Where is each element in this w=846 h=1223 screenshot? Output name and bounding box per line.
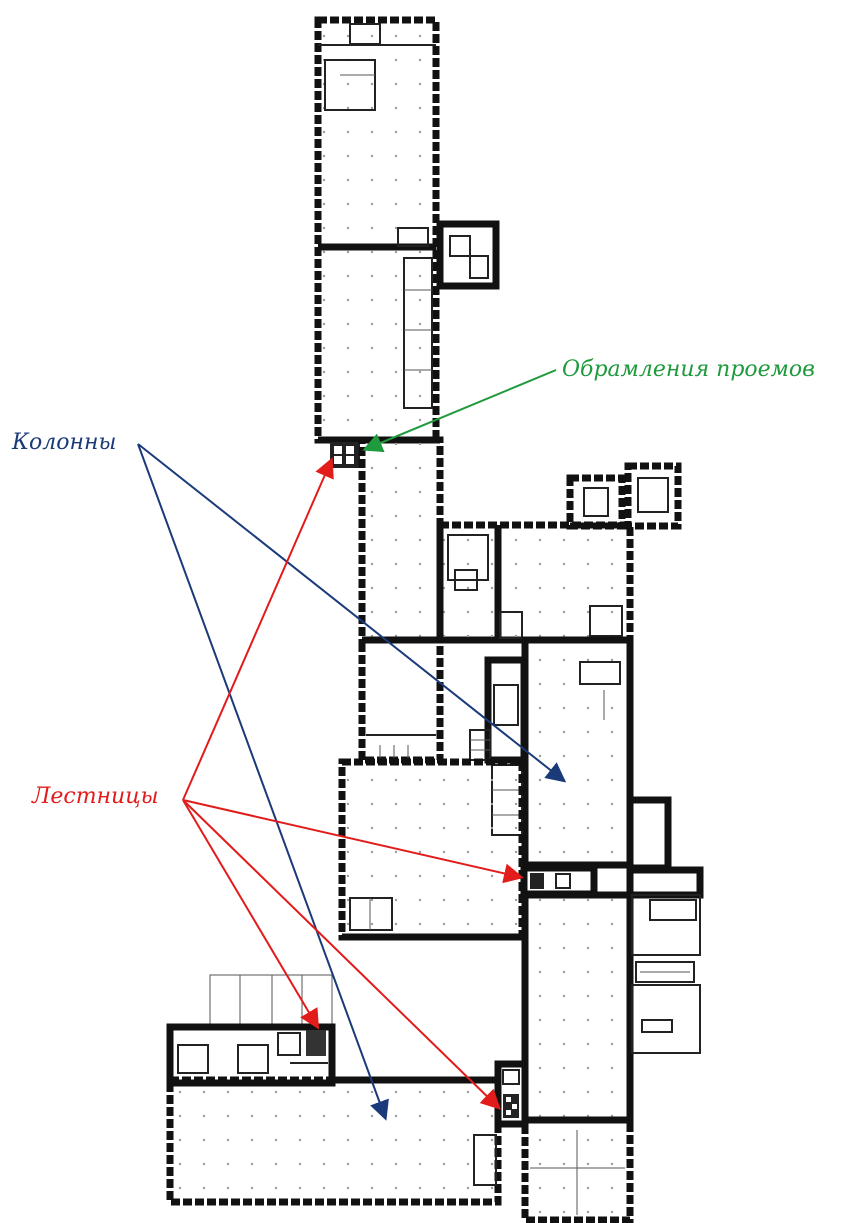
annotation-layer: Обрамления проемов Колонны Лестницы <box>11 357 815 1121</box>
central-east-hall <box>521 636 704 899</box>
middle-narrow-block <box>358 436 630 764</box>
columns-arrow-1 <box>137 443 567 783</box>
north-block <box>314 16 440 444</box>
south-west-wing <box>166 974 336 1087</box>
frames-label: Обрамления проемов <box>562 357 815 382</box>
columns-label: Колонны <box>11 430 116 455</box>
south-east-corner-block <box>521 1116 634 1223</box>
east-upper-wing <box>436 521 634 644</box>
stair-middle <box>520 864 598 898</box>
towers-top-right <box>566 462 682 530</box>
south-east-hall <box>521 891 634 1124</box>
north-annex <box>436 220 500 290</box>
stairs-arrow-3 <box>182 799 320 1030</box>
frames-arrow <box>362 369 557 453</box>
stair-north <box>330 442 360 468</box>
east-outbuildings <box>631 894 701 1054</box>
stairs-arrow-2 <box>182 799 524 884</box>
stairs-annotation: Лестницы <box>31 457 524 1110</box>
stairs-label: Лестницы <box>31 784 159 809</box>
building-floor-plan <box>166 16 704 1223</box>
west-middle-block <box>338 758 526 941</box>
columns-annotation: Колонны <box>11 430 567 1121</box>
columns-arrow-2 <box>137 443 389 1121</box>
stairs-arrow-1 <box>182 457 334 801</box>
frames-annotation: Обрамления проемов <box>362 357 815 453</box>
south-west-hall <box>166 1076 502 1206</box>
stairs-arrow-4 <box>182 799 501 1110</box>
stair-south <box>494 1060 529 1128</box>
